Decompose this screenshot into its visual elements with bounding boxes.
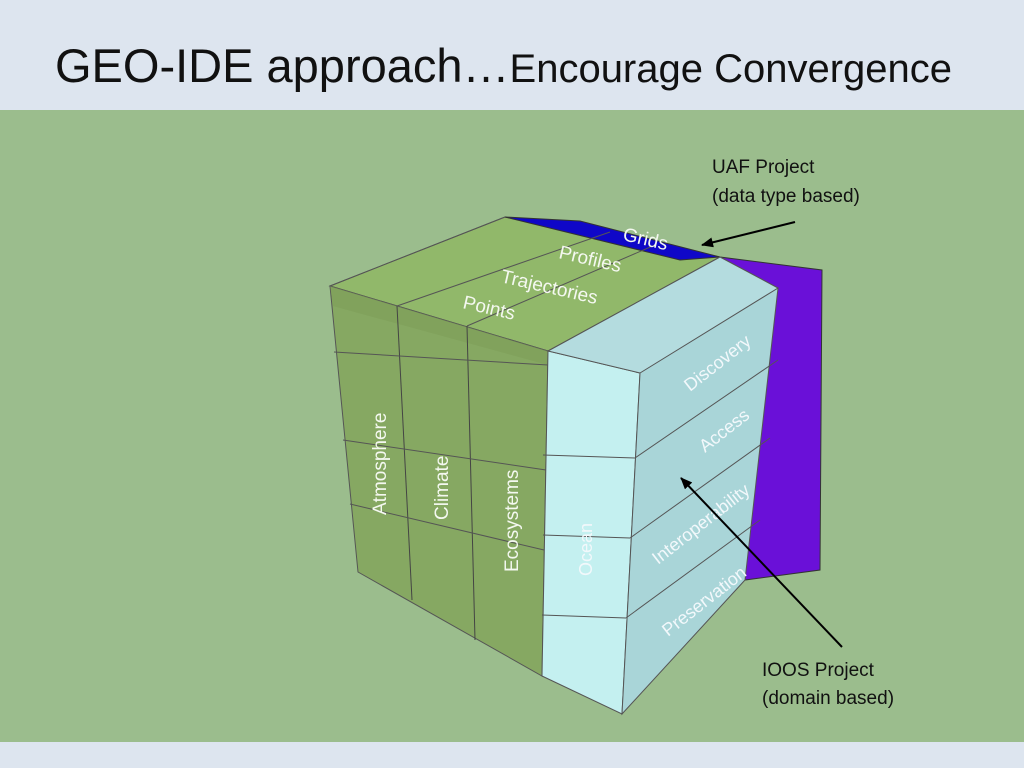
label-ocean: Ocean xyxy=(576,523,596,576)
label-atmosphere: Atmosphere xyxy=(370,413,391,515)
uaf-callout-line1: UAF Project xyxy=(712,157,815,178)
title-sub: Encourage Convergence xyxy=(509,47,953,91)
label-climate: Climate xyxy=(432,456,453,520)
uaf-arrow xyxy=(701,221,796,248)
label-ecosystems: Ecosystems xyxy=(502,470,523,572)
uaf-callout-line2: (data type based) xyxy=(712,186,860,207)
service-face xyxy=(541,256,780,716)
green-domain-face xyxy=(329,216,656,677)
ioos-callout-line2: (domain based) xyxy=(762,688,894,709)
ioos-arrow xyxy=(680,477,843,648)
ioos-callout-line1: IOOS Project xyxy=(762,660,875,681)
title-main: GEO-IDE approach… xyxy=(55,39,510,92)
cube-diagram: Grids Profiles Trajectories Points Atmos… xyxy=(328,157,894,716)
diagram-panel: Grids Profiles Trajectories Points Atmos… xyxy=(0,110,1024,742)
slide-title: GEO-IDE approach…Encourage Convergence xyxy=(55,38,952,93)
